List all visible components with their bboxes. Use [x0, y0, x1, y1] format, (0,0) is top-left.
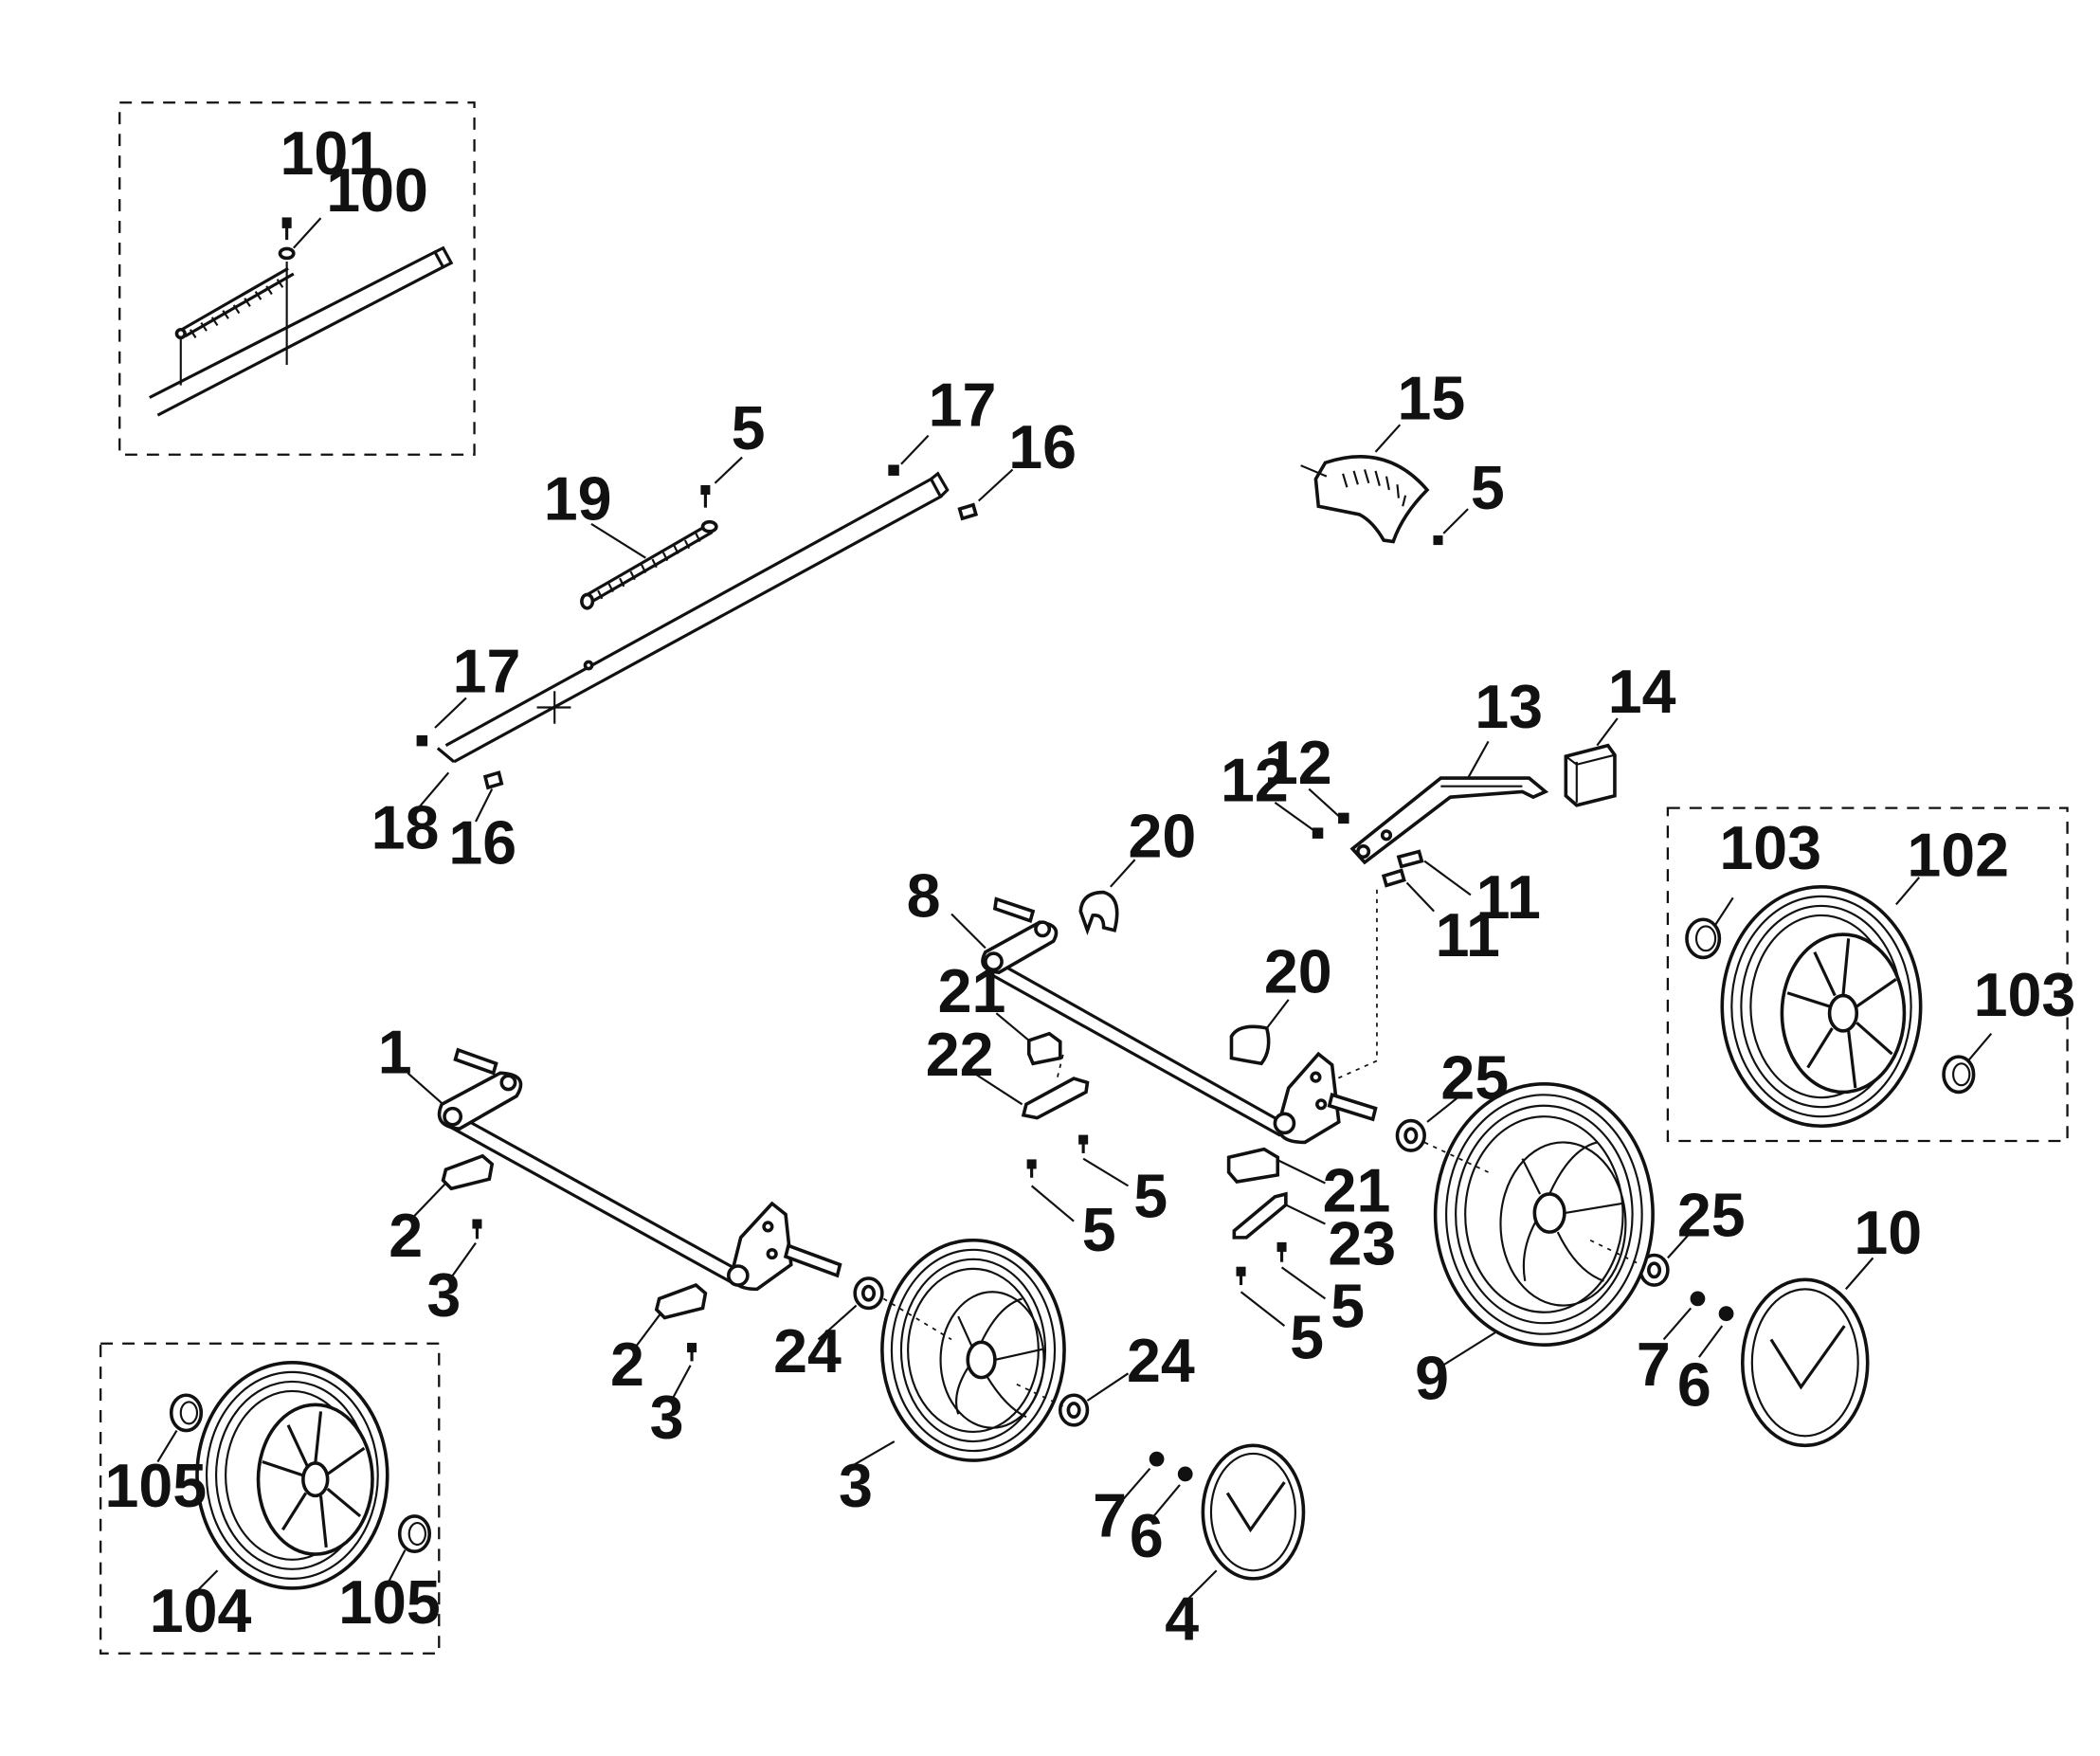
clips-2	[413, 1153, 708, 1348]
nuts-12	[1274, 787, 1349, 839]
part-label: 105	[104, 1452, 207, 1520]
part-label: 25	[1440, 1044, 1509, 1113]
part-label: 11	[1476, 863, 1541, 932]
bracket-20-top	[1078, 859, 1136, 936]
part-label: 24	[773, 1317, 842, 1385]
part-label: 18	[371, 794, 440, 862]
part-label: 8	[907, 861, 941, 930]
part-label: 5	[1082, 1196, 1116, 1264]
washer-100	[278, 246, 296, 261]
part-label: 6	[1130, 1502, 1164, 1570]
part-label: 5	[1471, 454, 1505, 522]
spring-plate-22	[975, 1049, 1090, 1120]
part-label: 5	[1331, 1273, 1365, 1341]
part-label: 16	[448, 808, 516, 877]
part-label: 2	[389, 1202, 423, 1270]
part-label: 5	[732, 394, 766, 462]
part-label: 15	[1397, 364, 1465, 432]
part-label: 105	[338, 1568, 441, 1637]
rear-wheel-9	[1423, 1082, 1655, 1368]
part-label: 3	[426, 1261, 461, 1330]
part-label: 11	[1436, 901, 1500, 969]
part-label: 19	[544, 465, 612, 534]
bearings-24	[817, 1276, 1130, 1427]
height-plate-15	[1300, 424, 1469, 546]
part-label: 7	[1093, 1481, 1127, 1549]
part-label: 103	[1974, 961, 2076, 1029]
nut-17-top	[888, 464, 899, 476]
part-label: 16	[1008, 413, 1077, 481]
part-label: 14	[1608, 658, 1676, 726]
knob-14	[1564, 717, 1619, 807]
cap-105-left	[156, 1393, 204, 1463]
screw-101	[281, 217, 292, 241]
cap-105-right	[386, 1514, 432, 1585]
bearings-25	[1395, 1094, 1693, 1287]
part-label: 23	[1328, 1210, 1396, 1278]
bracket-20-mid	[1229, 999, 1290, 1066]
bolt-16-bottom	[482, 770, 504, 790]
clip-21-bottom	[1226, 1147, 1326, 1185]
part-label: 12	[1221, 746, 1289, 814]
cap-103-left	[1685, 896, 1734, 960]
part-label: 24	[1127, 1327, 1195, 1395]
front-wheel-3	[842, 1238, 1066, 1473]
part-label: 3	[839, 1452, 873, 1520]
lever-13	[1349, 740, 1549, 865]
part-label: 17	[453, 638, 521, 706]
part-label: 20	[1264, 938, 1332, 1006]
nuts-front	[1121, 1451, 1193, 1519]
part-label: 22	[926, 1021, 994, 1089]
handle-tube-inset	[149, 245, 454, 417]
screw-5-handle	[700, 484, 711, 508]
nut-17-bottom	[416, 734, 428, 747]
rear-axle-8	[950, 896, 1378, 1145]
part-label: 13	[1475, 673, 1543, 741]
hubcap-10	[1740, 1257, 1874, 1448]
part-label: 25	[1677, 1181, 1746, 1249]
part-label: 103	[1719, 814, 1821, 882]
part-label: 5	[1290, 1304, 1324, 1372]
cap-103-right	[1942, 1033, 1993, 1095]
bolt-16-top	[957, 502, 979, 521]
bolts-11	[1381, 849, 1472, 913]
nuts-rear	[1662, 1291, 1734, 1358]
inset-handle-spring	[118, 101, 476, 456]
part-label: 2	[610, 1331, 644, 1399]
part-label: 100	[326, 156, 428, 225]
inset-wheel-104	[99, 1342, 441, 1655]
spring-19	[580, 519, 718, 610]
part-label: 1	[378, 1018, 412, 1086]
clip-21-top	[995, 1012, 1062, 1066]
part-label: 21	[1323, 1157, 1391, 1225]
part-label: 6	[1677, 1351, 1711, 1420]
hubcap-4	[1184, 1443, 1306, 1603]
part-label: 20	[1128, 802, 1196, 870]
part-label: 17	[929, 371, 997, 440]
part-label: 3	[650, 1384, 684, 1452]
screws-5-rear	[1026, 1134, 1327, 1327]
part-label: 5	[1133, 1162, 1168, 1230]
part-label: 104	[150, 1577, 252, 1645]
part-label: 101	[280, 119, 382, 188]
spring-inset	[174, 262, 295, 386]
part-label: 9	[1415, 1345, 1449, 1413]
spring-plate-23	[1232, 1191, 1326, 1240]
part-label: 7	[1637, 1331, 1671, 1399]
inset-wheel-102	[1666, 806, 2069, 1143]
screws-3-front	[451, 1219, 697, 1402]
part-label: 4	[1165, 1584, 1199, 1653]
handle-bar-assembly	[416, 434, 1014, 823]
part-label: 10	[1854, 1199, 1922, 1267]
part-labels: 101 100 17 5 16 19 15 5 17 18 16 13 14 1…	[104, 119, 2075, 1653]
part-label: 12	[1264, 729, 1332, 797]
part-label: 102	[1907, 821, 2009, 889]
front-axle-1	[407, 1047, 842, 1292]
part-label: 21	[938, 957, 1006, 1025]
